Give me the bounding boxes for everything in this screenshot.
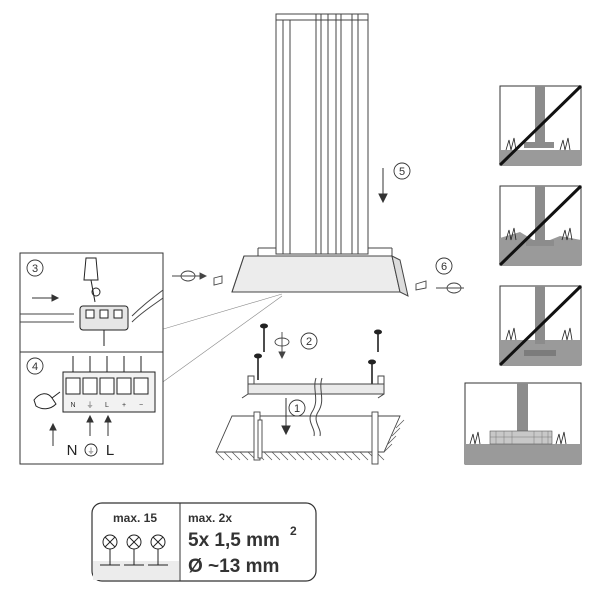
step-2-marker: 2 bbox=[300, 332, 318, 350]
max-cables-label: max. 2x bbox=[188, 511, 232, 525]
mounting-option-2 bbox=[498, 184, 583, 267]
rotate-arrow-left bbox=[172, 270, 208, 282]
step-4-number: 4 bbox=[32, 361, 38, 373]
terminal-label-minus: − bbox=[139, 402, 143, 409]
ground-anchors bbox=[253, 411, 379, 465]
rotate-arrow-right bbox=[436, 282, 464, 294]
step-3-marker: 3 bbox=[26, 259, 44, 277]
insert-arrow bbox=[32, 294, 60, 302]
step-5-marker: 5 bbox=[393, 162, 411, 180]
terminal-label-plus: + bbox=[122, 402, 126, 409]
terminal-labels: N ⏚ L + − bbox=[70, 401, 143, 409]
supply-labels: N ⏚ L bbox=[67, 442, 115, 459]
connector-block bbox=[79, 305, 129, 346]
lamp-symbols bbox=[100, 534, 168, 566]
mounting-option-3 bbox=[498, 284, 583, 367]
step-6-number: 6 bbox=[441, 261, 447, 273]
bollard-post bbox=[257, 13, 393, 256]
step-2-number: 2 bbox=[306, 336, 312, 348]
hand-icon bbox=[33, 391, 61, 410]
spec-box: max. 15 max. 2x 5x 1,5 mm 2 Ø ~13 mm bbox=[91, 502, 317, 582]
step-4-marker: 4 bbox=[26, 357, 44, 375]
wiring-panel bbox=[19, 252, 164, 465]
step-5-arrow bbox=[378, 168, 388, 204]
screw-heads bbox=[254, 323, 382, 365]
step-6-marker: 6 bbox=[435, 257, 453, 275]
cable-diameter: Ø ~13 mm bbox=[188, 556, 279, 577]
screws bbox=[257, 326, 379, 384]
mounting-bracket bbox=[241, 375, 385, 399]
mounting-option-4 bbox=[464, 382, 582, 465]
terminal-label-earth: ⏚ bbox=[87, 401, 94, 409]
step-1-number: 1 bbox=[294, 403, 300, 415]
cable-cross-section: 5x 1,5 mm bbox=[188, 530, 280, 551]
step-1-arrow bbox=[281, 398, 291, 436]
supply-arrows bbox=[49, 414, 112, 446]
step-5-number: 5 bbox=[399, 166, 405, 178]
mounting-option-1 bbox=[498, 84, 583, 167]
supply-label-n: N bbox=[67, 442, 78, 459]
ground-hatch bbox=[215, 419, 405, 461]
terminal-label-l: L bbox=[105, 402, 109, 409]
cable-step-3 bbox=[20, 289, 164, 323]
supply-label-earth: ⏚ bbox=[88, 447, 95, 455]
max-lamps-label: max. 15 bbox=[113, 511, 157, 525]
clip-left-icon bbox=[213, 275, 223, 286]
terminal-block bbox=[62, 356, 156, 413]
supply-cable bbox=[309, 377, 323, 437]
step-1-marker: 1 bbox=[288, 399, 306, 417]
prohibited-slash bbox=[498, 284, 583, 367]
terminal-label-n: N bbox=[70, 402, 75, 409]
leader-lines bbox=[159, 293, 283, 385]
prohibited-slash bbox=[498, 184, 583, 267]
rotate-arrow-step-2 bbox=[274, 332, 290, 360]
bollard-base bbox=[231, 255, 409, 297]
cable-cross-section-exponent: 2 bbox=[290, 524, 297, 538]
prohibited-slash bbox=[498, 84, 583, 167]
screwdriver-icon bbox=[83, 257, 101, 303]
clip-right-icon bbox=[415, 280, 427, 291]
supply-label-l: L bbox=[106, 442, 114, 459]
step-3-number: 3 bbox=[32, 263, 38, 275]
